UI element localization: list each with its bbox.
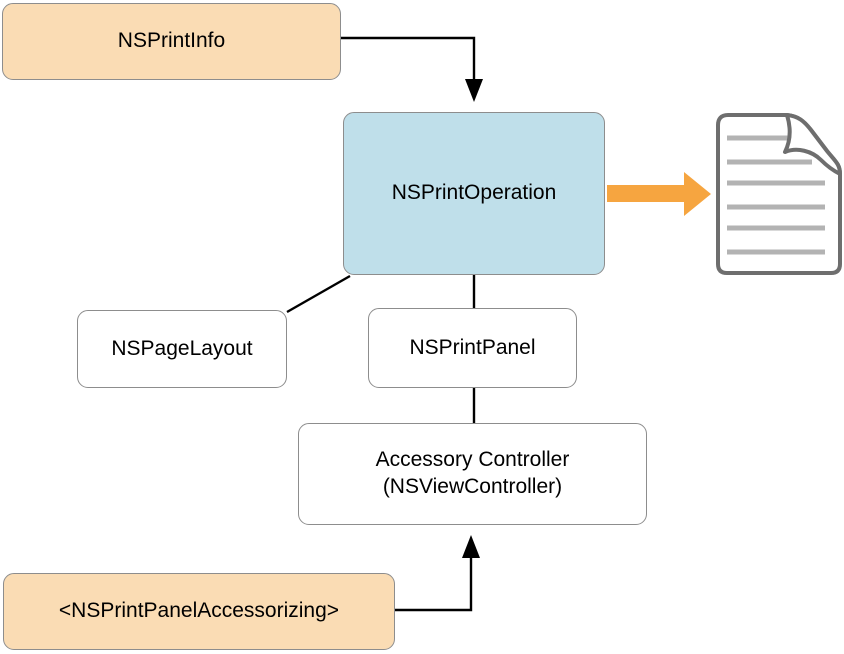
output-arrow-icon bbox=[607, 172, 711, 216]
node-nsprintinfo-label: NSPrintInfo bbox=[117, 29, 226, 53]
node-nspagelayout-label: NSPageLayout bbox=[111, 336, 253, 360]
arrowhead-up-icon bbox=[462, 535, 480, 558]
connector-nsprintinfo-to-nsprintoperation bbox=[341, 36, 476, 80]
document-fold-corner bbox=[783, 113, 842, 176]
node-nsprintpanelaccessorizing: <NSPrintPanelAccessorizing> bbox=[3, 573, 395, 650]
node-nspagelayout: NSPageLayout bbox=[77, 310, 287, 388]
node-nsprintpanel: NSPrintPanel bbox=[368, 308, 577, 388]
connector-nsprintoperation-to-nspagelayout bbox=[286, 274, 351, 314]
node-accessory-controller-label: Accessory Controller (NSViewController) bbox=[375, 448, 570, 498]
printed-document-icon bbox=[716, 113, 842, 275]
document-text-lines bbox=[727, 135, 825, 255]
node-nsprintpanelaccessorizing-label: <NSPrintPanelAccessorizing> bbox=[58, 599, 340, 623]
node-accessory-controller: Accessory Controller (NSViewController) bbox=[298, 423, 647, 525]
node-nsprintoperation-label: NSPrintOperation bbox=[391, 181, 557, 205]
arrowhead-down-icon bbox=[465, 79, 483, 102]
node-nsprintoperation: NSPrintOperation bbox=[343, 112, 605, 275]
node-nsprintinfo: NSPrintInfo bbox=[2, 3, 341, 80]
node-nsprintpanel-label: NSPrintPanel bbox=[409, 335, 536, 359]
connector-accessorizing-to-accessory-controller bbox=[395, 558, 473, 612]
